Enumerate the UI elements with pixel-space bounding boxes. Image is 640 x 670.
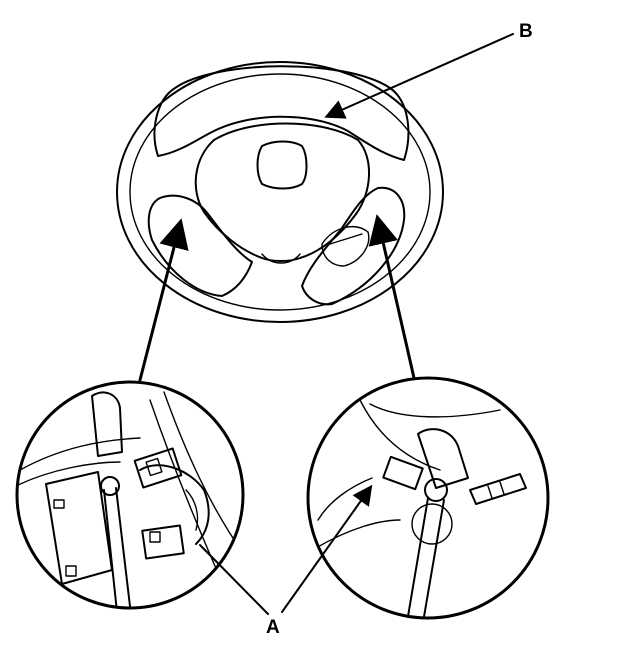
horn-emblem xyxy=(256,140,308,190)
left-wiring-harness xyxy=(139,464,210,545)
callout-label-a: A xyxy=(266,617,280,638)
left-mount-tab xyxy=(91,391,123,457)
left-connector-upper xyxy=(133,447,183,489)
right-bolt-head xyxy=(424,478,448,502)
arrow-right-detail-to-wheel xyxy=(368,214,416,380)
arrow-left-detail-to-wheel xyxy=(138,218,189,382)
left-detail-view xyxy=(15,380,245,610)
switch-pad-detail xyxy=(329,233,363,245)
right-detail-view xyxy=(306,376,550,620)
right-plug xyxy=(469,473,527,505)
upper-opening xyxy=(153,65,410,161)
right-mount-tab xyxy=(417,428,469,489)
left-bolt-head xyxy=(100,476,120,496)
switch-pad xyxy=(321,225,370,267)
left-detail-frame xyxy=(15,380,245,610)
right-socket xyxy=(411,503,453,545)
lower-left-opening xyxy=(147,194,253,297)
leader-a-right xyxy=(281,484,373,613)
wheel-rim-inner-edge xyxy=(129,73,431,311)
wheel-rim-outer xyxy=(116,61,444,323)
airbag-hub xyxy=(194,122,370,262)
bottom-spoke-trim xyxy=(261,253,301,264)
left-ratchet-tool xyxy=(103,487,135,608)
steering-wheel xyxy=(116,61,444,323)
left-connector-lower xyxy=(141,524,185,560)
right-connector xyxy=(382,455,424,491)
lower-right-opening xyxy=(301,186,406,306)
leader-b xyxy=(324,33,514,119)
callout-label-b: B xyxy=(519,21,533,42)
right-detail-frame xyxy=(306,376,550,620)
